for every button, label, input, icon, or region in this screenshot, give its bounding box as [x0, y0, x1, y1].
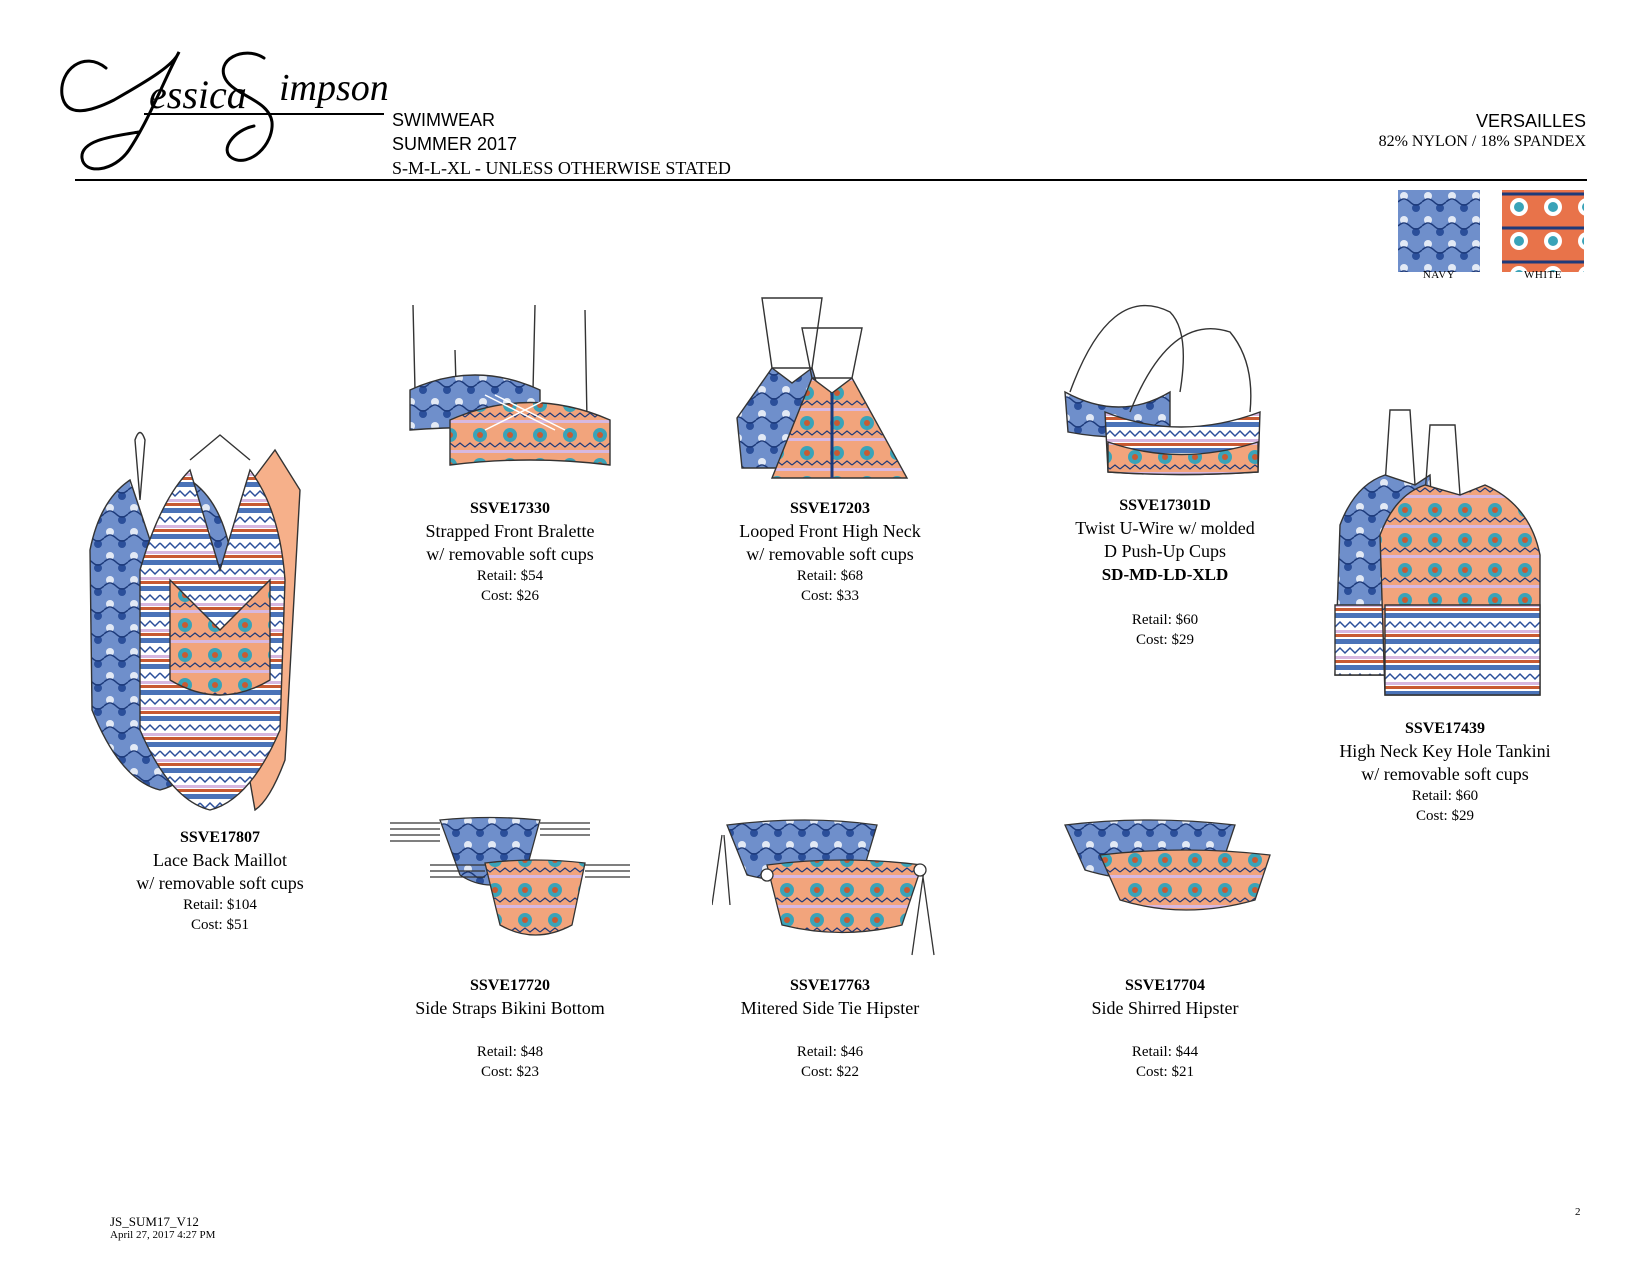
product-desc: Side Straps Bikini Bottom [415, 998, 605, 1018]
retail-price: Retail: $46 [796, 1044, 864, 1060]
header-divider [75, 179, 1587, 181]
swatch-white [1502, 190, 1584, 272]
product-code: SSVE17439 [1404, 720, 1486, 737]
retail-price: Retail: $44 [1131, 1044, 1199, 1060]
category: SWIMWEAR [392, 110, 495, 130]
document-code: JS_SUM17_V12 [110, 1214, 199, 1229]
product-card: SSVE17439 High Neck Key Hole Tankini w/ … [1320, 405, 1570, 845]
collection-info: VERSAILLES 82% NYLON / 18% SPANDEX [1379, 110, 1586, 152]
product-card: SSVE17763 Mitered Side Tie Hipster Retai… [700, 815, 960, 1085]
product-card: SSVE17807 Lace Back Maillot w/ removable… [70, 430, 370, 940]
product-card: SSVE17720 Side Straps Bikini Bottom Reta… [385, 815, 635, 1085]
tankini-sketch [1334, 409, 1541, 696]
product-desc-line2: w/ removable soft cups [426, 544, 594, 564]
product-card: SSVE17301D Twist U-Wire w/ molded D Push… [1030, 292, 1300, 662]
retail-price: Retail: $54 [476, 568, 544, 584]
product-desc-line2: w/ removable soft cups [136, 873, 304, 893]
product-code: SSVE17301D [1119, 497, 1211, 514]
retail-price: Retail: $60 [1131, 612, 1199, 628]
side-shirred-sketch [1064, 819, 1271, 911]
cost-price: Cost: $29 [1136, 632, 1194, 648]
fabric-content: 82% NYLON / 18% SPANDEX [1378, 133, 1586, 150]
document-date: April 27, 2017 4:27 PM [110, 1229, 216, 1241]
product-desc: High Neck Key Hole Tankini [1339, 741, 1551, 761]
product-desc: Looped Front High Neck [739, 521, 921, 541]
maillot-sketch [89, 431, 301, 812]
side-tie-sketch [712, 819, 935, 956]
product-code: SSVE17807 [179, 829, 261, 846]
line-info: SWIMWEAR SUMMER 2017 S-M-L-XL - UNLESS O… [392, 108, 731, 180]
product-desc-line2: w/ removable soft cups [746, 544, 914, 564]
product-desc-line2: w/ removable soft cups [1361, 764, 1529, 784]
product-code: SSVE17330 [469, 500, 551, 517]
high-neck-sketch [736, 297, 909, 479]
side-straps-sketch [390, 816, 630, 936]
cost-price: Cost: $23 [481, 1064, 539, 1080]
cost-price: Cost: $51 [191, 917, 249, 933]
product-code: SSVE17203 [789, 500, 871, 517]
product-desc: Twist U-Wire w/ molded [1075, 518, 1255, 538]
product-desc: Lace Back Maillot [153, 850, 287, 870]
cost-price: Cost: $22 [801, 1064, 859, 1080]
swatch-navy [1398, 190, 1480, 272]
product-desc: Strapped Front Bralette [425, 521, 595, 541]
product-card: SSVE17330 Strapped Front Bralette w/ rem… [385, 300, 635, 610]
brand-logo: essica impson [54, 40, 434, 180]
page-number: 2 [1575, 1206, 1581, 1218]
product-code: SSVE17763 [789, 977, 871, 994]
twist-uwire-sketch [1064, 304, 1261, 476]
swatch-label: WHITE [1524, 269, 1562, 281]
size-range: S-M-L-XL - UNLESS OTHERWISE STATED [392, 158, 731, 178]
product-desc-line2: D Push-Up Cups [1103, 541, 1227, 561]
logo-text-first: essica [149, 72, 247, 117]
collection-name: VERSAILLES [1475, 111, 1586, 131]
product-size-range: SD-MD-LD-XLD [1101, 565, 1229, 584]
product-desc: Mitered Side Tie Hipster [740, 998, 920, 1018]
product-card: SSVE17704 Side Shirred Hipster Retail: $… [1030, 815, 1300, 1085]
cost-price: Cost: $29 [1416, 808, 1474, 824]
product-desc: Side Shirred Hipster [1091, 998, 1239, 1018]
retail-price: Retail: $104 [183, 897, 257, 913]
cost-price: Cost: $33 [801, 588, 859, 604]
season: SUMMER 2017 [392, 134, 518, 154]
product-code: SSVE17704 [1124, 977, 1206, 994]
bralette-sketch [409, 304, 611, 466]
product-card: SSVE17203 Looped Front High Neck w/ remo… [700, 288, 960, 608]
cost-price: Cost: $26 [481, 588, 539, 604]
product-code: SSVE17720 [469, 977, 551, 994]
retail-price: Retail: $60 [1411, 788, 1479, 804]
cost-price: Cost: $21 [1136, 1064, 1194, 1080]
retail-price: Retail: $68 [796, 568, 864, 584]
logo-text-last: impson [279, 67, 389, 109]
retail-price: Retail: $48 [476, 1044, 544, 1060]
swatch-label: NAVY [1422, 269, 1456, 281]
